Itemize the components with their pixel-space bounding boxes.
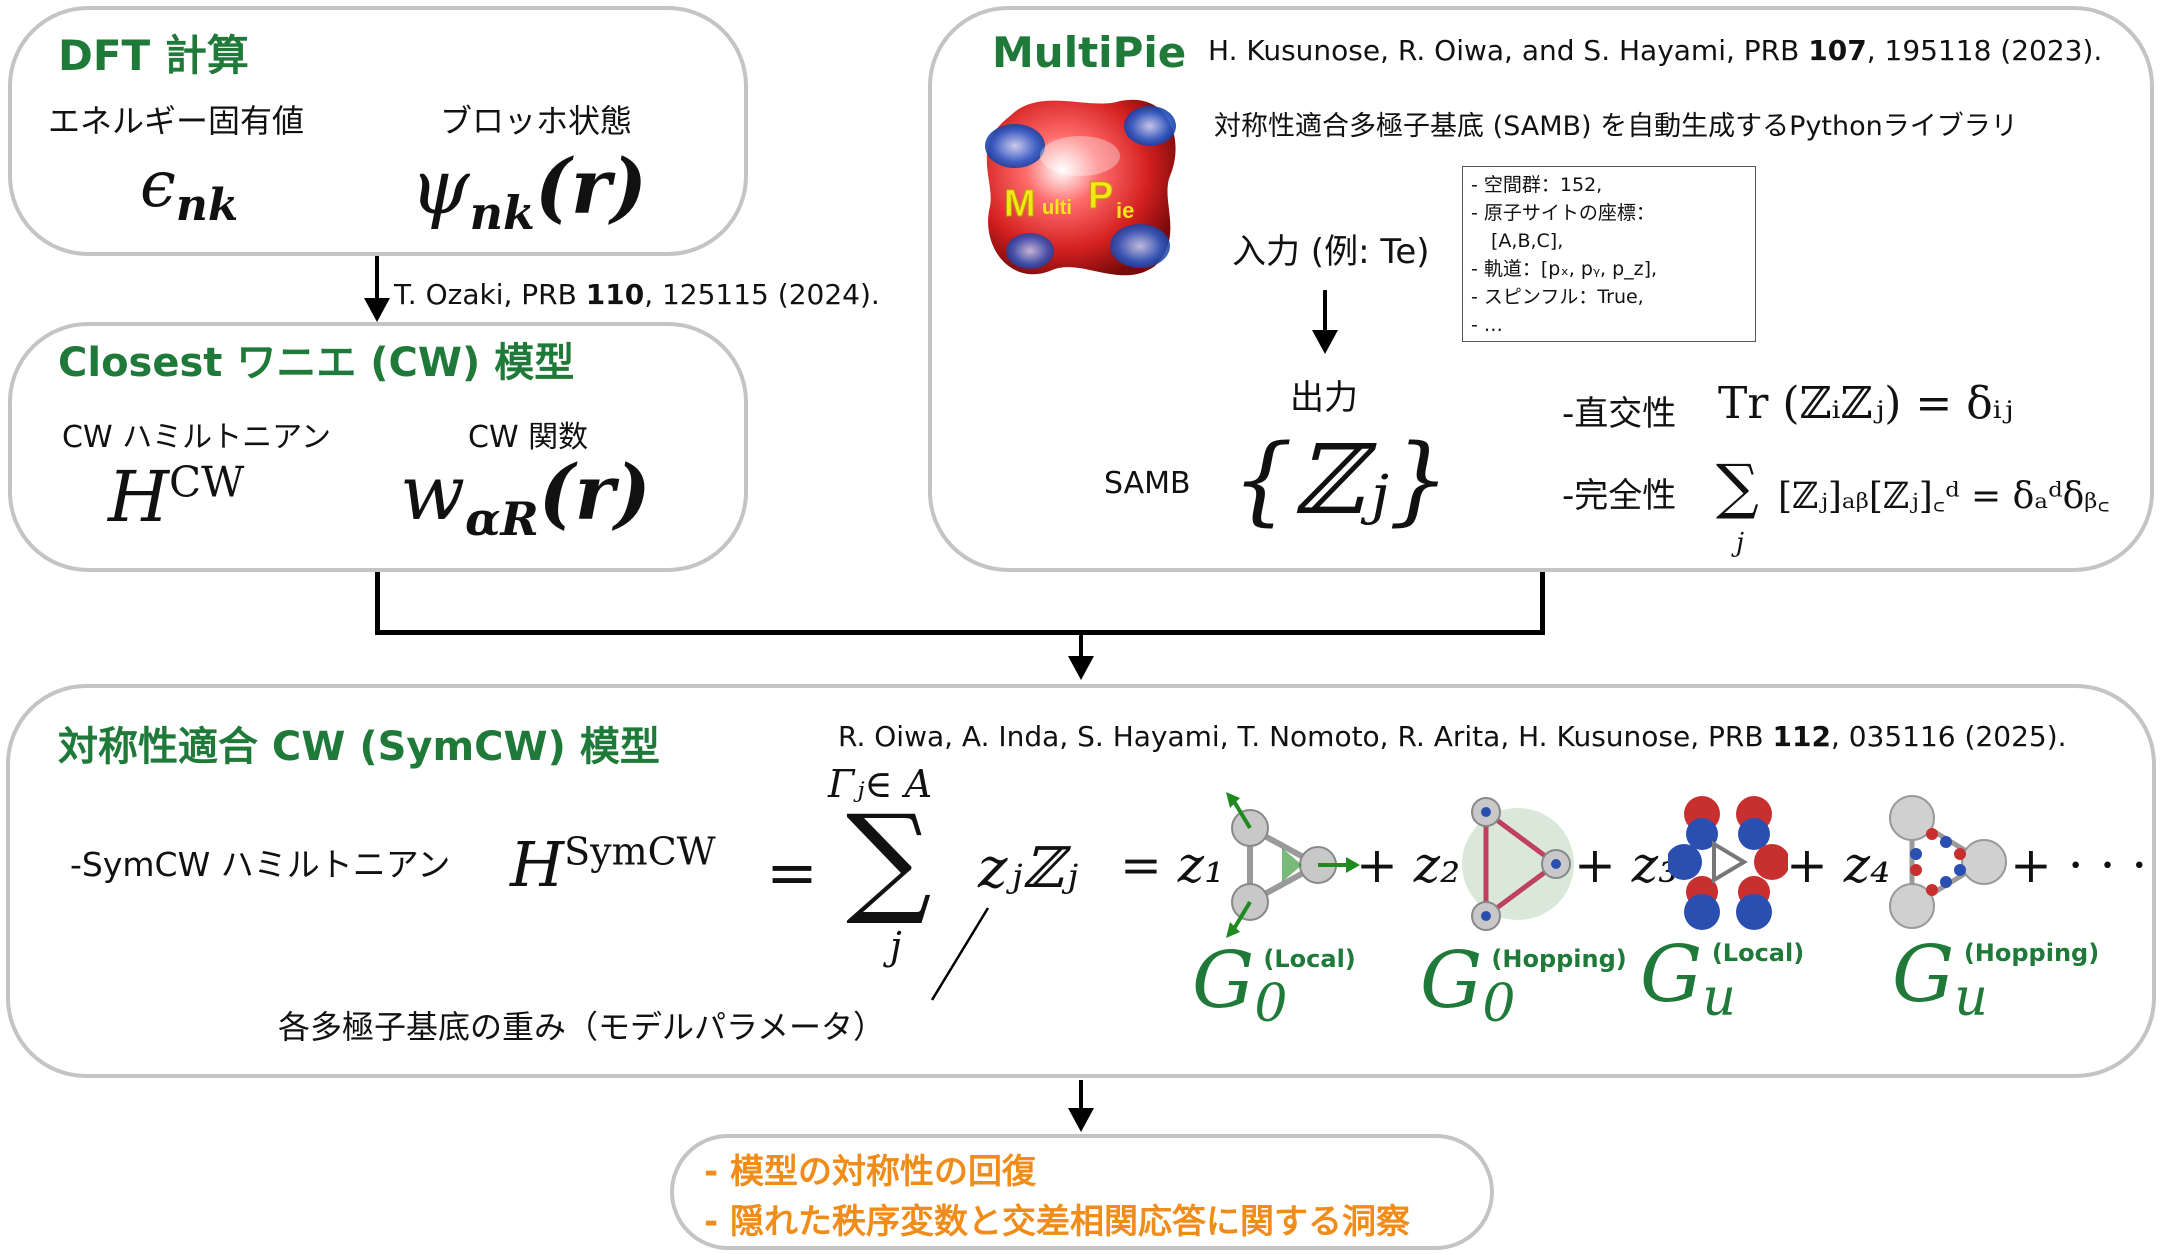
basis-gu-local-icon — [1668, 796, 1788, 930]
symcw-hamiltonian-formula: HSymCW — [510, 828, 716, 901]
basis-label-4: Gu(Hopping) — [1892, 930, 2100, 1028]
input-item: [A,B,C], — [1491, 230, 1564, 252]
connector-horizontal — [375, 630, 1545, 635]
connector-multipie-down — [1540, 572, 1545, 634]
cw-hamiltonian-formula: HCW — [108, 456, 245, 538]
svg-text:P: P — [1088, 175, 1113, 217]
weight-note: 各多極子基底の重み（モデルパラメータ） — [278, 1008, 886, 1046]
input-item: - … — [1471, 314, 1503, 336]
multipie-description: 対称性適合多極子基底 (SAMB) を自動生成するPythonライブラリ — [1214, 111, 2018, 142]
arrow-to-symcw-head — [1068, 656, 1094, 680]
arrow-to-symcw-shaft — [1079, 632, 1083, 662]
expansion-term-1: = z₁ — [1120, 836, 1225, 894]
eigen-symbol: ϵ — [140, 148, 176, 222]
svg-text:ulti: ulti — [1042, 197, 1072, 219]
sum-symbol: ∑ — [846, 790, 932, 929]
expansion-term-2: + z₂ — [1356, 836, 1461, 894]
cw-hamiltonian-label: CW ハミルトニアン — [62, 420, 331, 455]
input-item: - 原子サイトの座標： — [1471, 202, 1655, 224]
arrow-to-outcome-head — [1068, 1108, 1094, 1132]
arrow-input-to-output-head — [1312, 330, 1338, 354]
bloch-symbol: ψ — [410, 142, 470, 231]
bloch-formula: ψn𝒌(𝒓) — [410, 142, 647, 240]
completeness-label: -完全性 — [1562, 476, 1677, 516]
cw-hamiltonian-sup: CW — [169, 457, 245, 507]
expansion-term-3: + z₃ — [1574, 836, 1679, 894]
basis-label-2: G0(Hopping) — [1420, 936, 1627, 1034]
symcw-title: 対称性適合 CW (SymCW) 模型 — [58, 724, 660, 770]
symcw-reference: R. Oiwa, A. Inda, S. Hayami, T. Nomoto, … — [838, 720, 2067, 753]
basis-g0-local-icon — [1226, 792, 1360, 938]
symcw-box — [6, 684, 2156, 1078]
cw-function-label: CW 関数 — [468, 420, 589, 455]
input-label: 入力 (例: Te) — [1232, 232, 1430, 272]
expansion-term-4: + z₄ — [1786, 836, 1891, 894]
sum-lower-index: j — [890, 924, 902, 968]
bloch-state-label: ブロッホ状態 — [440, 102, 633, 140]
input-item: - 空間群：152, — [1471, 174, 1603, 196]
arrow-input-to-output-shaft — [1323, 290, 1327, 334]
connector-cw-down — [375, 572, 380, 634]
completeness-sum-index: j — [1736, 528, 1745, 558]
svg-text:M: M — [1004, 183, 1036, 225]
eigenvalue-label: エネルギー固有値 — [48, 102, 305, 140]
basis-g0-hopping-icon — [1462, 797, 1574, 931]
arrow-dft-to-cw-shaft — [375, 256, 379, 302]
input-example-box: - 空間群：152, - 原子サイトの座標： [A,B,C], - 軌道：[pₓ… — [1462, 166, 1756, 342]
multipie-title: MultiPie — [992, 28, 1187, 77]
orthogonality-label: -直交性 — [1562, 394, 1677, 434]
output-label: 出力 — [1290, 378, 1358, 418]
samb-label: SAMB — [1104, 466, 1191, 501]
cw-box — [8, 322, 748, 572]
basis-gu-hopping-icon — [1889, 795, 2007, 929]
weight-pointer-line — [930, 907, 990, 1001]
sum-term: zⱼℤⱼ — [978, 836, 1078, 901]
eigenvalue-formula: ϵn𝒌 — [140, 148, 238, 231]
multipie-reference: H. Kusunose, R. Oiwa, and S. Hayami, PRB… — [1208, 34, 2103, 67]
basis-label-3: Gu(Local) — [1640, 930, 1805, 1028]
outcome-line-2: - 隠れた秩序変数と交差相関応答に関する洞察 — [704, 1202, 1410, 1242]
dft-title: DFT 計算 — [58, 31, 249, 80]
bloch-argument: (𝒓) — [534, 142, 647, 231]
equals-sign: = — [766, 836, 818, 909]
bloch-subscript: n𝒌 — [469, 186, 535, 241]
input-item: - スピンフル：True, — [1471, 286, 1644, 308]
expansion-term-more: + · · · — [2010, 836, 2148, 894]
multipie-logo: M ulti P ie — [985, 99, 1176, 276]
arrow-dft-to-cw-head — [364, 298, 390, 322]
arrow-to-outcome-shaft — [1079, 1080, 1083, 1114]
outcome-box — [670, 1134, 1494, 1250]
eigen-subscript: n𝒌 — [175, 179, 239, 231]
cw-title: Closest ワニエ (CW) 模型 — [58, 340, 575, 386]
ozaki-reference: T. Ozaki, PRB 110, 125115 (2024). — [394, 278, 880, 311]
svg-text:ie: ie — [1116, 198, 1134, 223]
orthogonality-formula: Tr (ℤᵢℤⱼ) = δᵢⱼ — [1718, 378, 2014, 429]
samb-formula: {ℤⱼ} — [1232, 424, 1450, 536]
sum-upper-index: Γⱼ∈ A — [828, 762, 933, 806]
cw-function-formula: wα𝑹(𝒓) — [400, 448, 651, 547]
completeness-sum-symbol: ∑ — [1716, 452, 1759, 522]
dft-box — [8, 6, 748, 256]
outcome-line-1: - 模型の対称性の回復 — [704, 1152, 1036, 1192]
input-item: - 軌道：[pₓ, pᵧ, p_z], — [1471, 258, 1658, 280]
symcw-hamiltonian-label: -SymCW ハミルトニアン — [70, 845, 451, 884]
basis-label-1: G0(Local) — [1192, 936, 1356, 1034]
completeness-formula: [ℤⱼ]ₐᵦ[ℤⱼ]꜀ᵈ = δₐᵈδᵦ꜀ — [1778, 476, 2110, 517]
